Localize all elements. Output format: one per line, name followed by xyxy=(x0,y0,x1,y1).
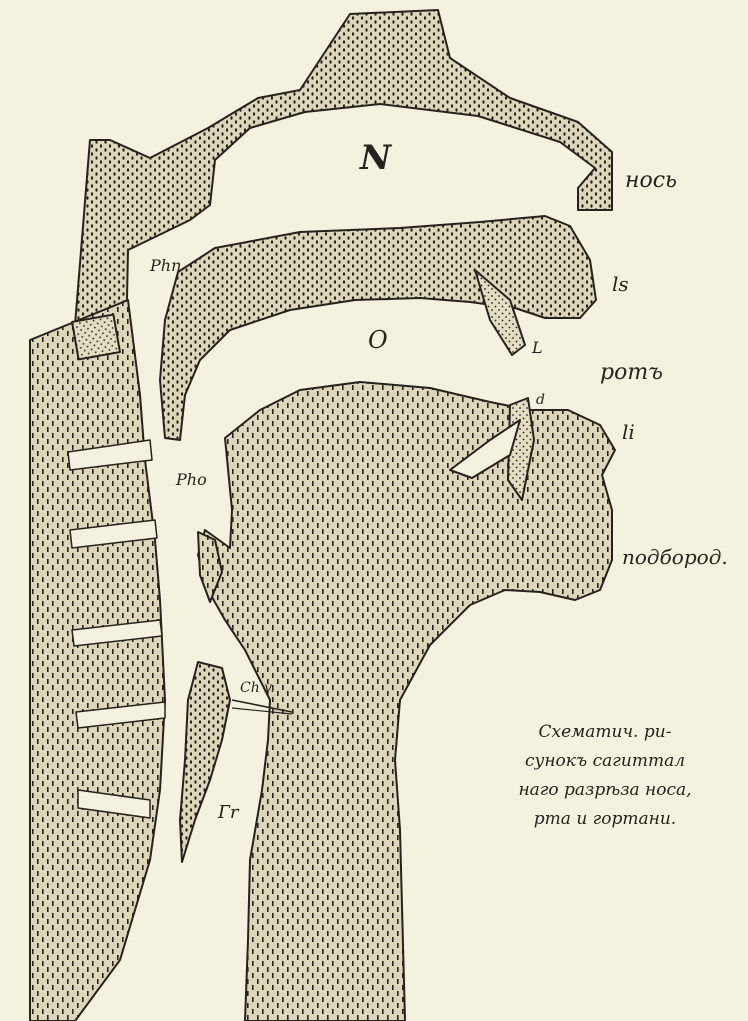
figure-caption: Схематич. ри- сунокъ сагиттал наго разрѣ… xyxy=(460,718,748,834)
label-O: O xyxy=(368,326,388,354)
caption-line: Схематич. ри- xyxy=(460,718,748,747)
caption-line: наго разрѣза носа, xyxy=(460,776,748,805)
label-ch: Ch v. xyxy=(240,680,275,696)
caption-line: рта и гортани. xyxy=(460,805,748,834)
label-rot: ротъ xyxy=(600,360,663,385)
label-pho: Pho xyxy=(176,470,207,489)
label-gr: Гr xyxy=(218,802,239,823)
label-phn: Phn xyxy=(150,256,181,275)
label-N: N xyxy=(360,138,391,178)
label-ls: ls xyxy=(612,272,629,296)
label-podborod: подбород. xyxy=(622,545,728,569)
larynx-cartilage xyxy=(180,662,230,862)
label-nos: нось xyxy=(625,168,677,193)
label-L: L xyxy=(532,338,543,357)
tongue-and-neck xyxy=(198,382,615,1021)
spine-column xyxy=(30,300,165,1021)
caption-line: сунокъ сагиттал xyxy=(460,747,748,776)
label-d: d xyxy=(536,392,545,408)
spine-square xyxy=(72,315,120,360)
label-li: li xyxy=(622,420,635,444)
